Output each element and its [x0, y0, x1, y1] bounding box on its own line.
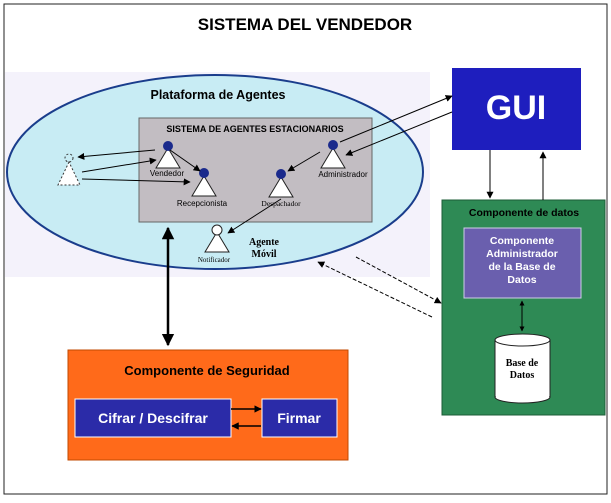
administrador-agent-icon [320, 140, 346, 169]
agent-arrows [77, 149, 321, 234]
database-icon [494, 333, 551, 404]
diagram-title: SISTEMA DEL VENDEDOR [198, 15, 412, 34]
administrador-label: Administrador [318, 170, 368, 179]
encrypt-label: Cifrar / Descifrar [98, 410, 208, 426]
vendedor-label: Vendedor [150, 169, 185, 178]
despachador-agent-icon [268, 169, 294, 198]
recepcionista-agent-icon [191, 168, 217, 197]
notificador-agent-icon [204, 224, 230, 253]
gui-label: GUI [486, 89, 546, 127]
despachador-label: Despachador [261, 199, 301, 208]
stationary-agents-label: SISTEMA DE AGENTES ESTACIONARIOS [166, 124, 343, 134]
security-component-label: Componente de Seguridad [124, 363, 289, 378]
gui-box[interactable] [452, 68, 581, 150]
platform-data-arrows [317, 256, 442, 318]
gui-data-arrows [486, 150, 547, 200]
sign-label: Firmar [277, 410, 321, 426]
platform-label: Plataforma de Agentes [151, 88, 286, 102]
db-admin-component-box [463, 227, 582, 299]
encrypt-box[interactable] [74, 398, 232, 438]
notificador-label: Notificador [198, 256, 231, 264]
vendedor-agent-icon [155, 141, 181, 169]
data-component-label: Componente de datos [469, 207, 579, 219]
recepcionista-label: Recepcionista [177, 199, 228, 208]
sign-box[interactable] [261, 398, 338, 438]
encrypt-sign-arrows [231, 405, 262, 430]
gui-admin-arrows [339, 95, 453, 156]
external-agent-icon [57, 153, 81, 186]
stationary-agents-box [138, 117, 373, 223]
